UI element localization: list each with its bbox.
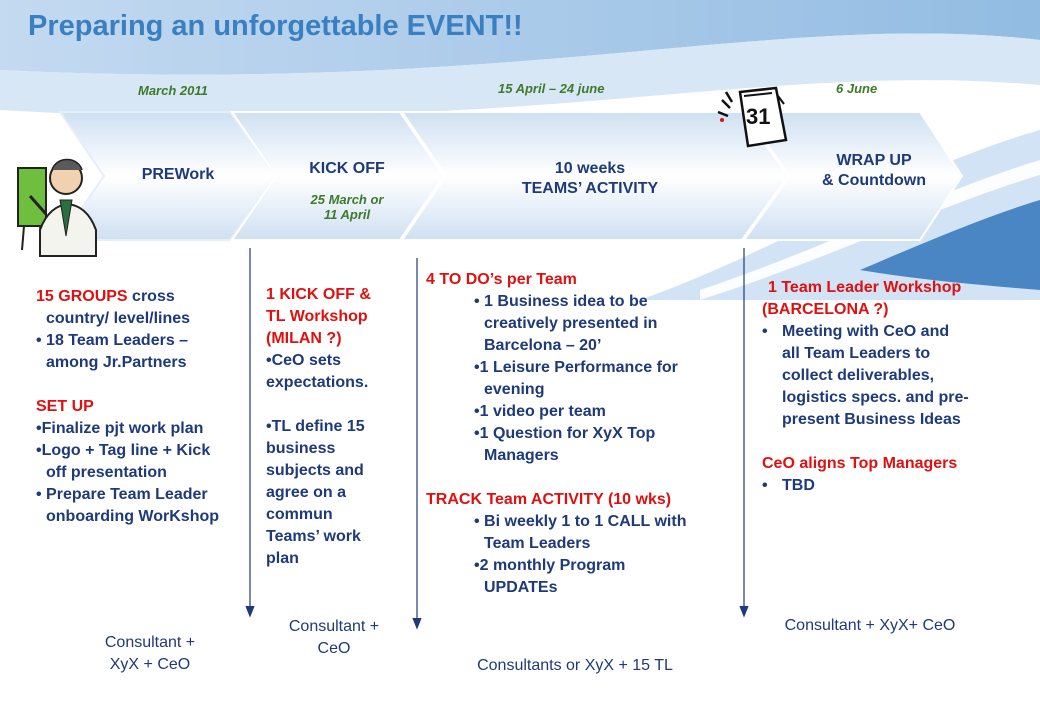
setup-bullet-3-line1: • Prepare Team Leader (36, 486, 208, 503)
kickoff-bullet-2-line1: •TL define 15 (266, 418, 365, 435)
column-kickoff: 1 KICK OFF & TL Workshop (MILAN ?) •CeO … (266, 284, 406, 570)
kickoff-heading-3: (MILAN ?) (266, 330, 342, 347)
wrapup-bullet-2: • TBD (762, 477, 815, 494)
groups-line2: country/ level/lines (46, 310, 191, 327)
kickoff-bullet-2-line4: agree on a (266, 484, 347, 501)
todo-heading: 4 TO DO’s per Team (426, 271, 577, 288)
presenter-illustration (17, 158, 97, 257)
wrapup-heading-3: CeO aligns Top Managers (762, 455, 958, 472)
stage-kickoff-date2: 11 April (323, 207, 371, 222)
date-prework: March 2011 (138, 83, 208, 98)
stage-teams-line2: TEAMS’ ACTIVITY (521, 180, 659, 197)
kickoff-bullet-2-line2: business (266, 440, 336, 457)
stage-kickoff-label: KICK OFF (309, 160, 385, 177)
stage-prework-label: PREWork (141, 166, 215, 183)
setup-bullet-2-line2: off presentation (46, 464, 167, 481)
track-bullet-2-line2: UPDATEs (484, 579, 558, 596)
column-teams: 4 TO DO’s per Team • 1 Business idea to … (426, 269, 736, 599)
track-heading: TRACK Team ACTIVITY (10 wks) (426, 491, 672, 508)
todo-bullet-1-line2: creatively presented in (484, 315, 658, 332)
kickoff-heading-1: 1 KICK OFF & (266, 286, 371, 303)
footer-teams: Consultants or XyX + 15 TL (477, 657, 673, 674)
todo-bullet-2-line1: •1 Leisure Performance for (474, 359, 678, 376)
todo-bullet-1-line1: • 1 Business idea to be (474, 293, 648, 310)
stage-kickoff: KICK OFF 25 March or 11 April (282, 159, 412, 222)
setup-bullet-2-line1: •Logo + Tag line + Kick (36, 442, 211, 459)
wrapup-heading-2: (BARCELONA ?) (762, 301, 889, 318)
calendar-day: 31 (746, 104, 771, 129)
timeline-arrows (245, 248, 749, 630)
setup-bullet-3-line2: onboarding WorKshop (46, 508, 220, 525)
kickoff-bullet-2-line6: Teams’ work (266, 528, 361, 545)
kickoff-bullet-2-line3: subjects and (266, 462, 364, 479)
groups-line: 15 GROUPS cross (36, 288, 175, 305)
footer-prework: Consultant + XyX + CeO (104, 634, 196, 673)
chevron-kickoff (230, 111, 446, 241)
todo-bullet-3: •1 video per team (474, 403, 606, 420)
kickoff-bullet-1-line1: •CeO sets (266, 352, 341, 369)
setup-bullet-1: •Finalize pjt work plan (36, 420, 204, 437)
footer-kickoff: Consultant + CeO (288, 618, 380, 657)
todo-bullet-1-line3: Barcelona – 20’ (484, 337, 602, 354)
stage-wrapup-label: WRAP UP & Countdown (800, 151, 948, 191)
groups-count: 15 GROUPS (36, 288, 128, 305)
track-bullet-2-line1: •2 monthly Program (474, 557, 626, 574)
column-prework: 15 GROUPS cross country/ level/lines • 1… (36, 286, 256, 528)
top-swoosh-light (0, 33, 1040, 117)
kickoff-bullet-2-line5: commun (266, 506, 333, 523)
chevron-prework (58, 111, 278, 241)
kickoff-bullet-2-line7: plan (266, 550, 299, 567)
kickoff-bullet-1-line2: expectations. (266, 374, 369, 391)
todo-bullet-4-line2: Managers (484, 447, 559, 464)
stage-wrapup-line1: WRAP UP (836, 152, 912, 169)
kickoff-heading-2: TL Workshop (266, 308, 368, 325)
footer-wrapup: Consultant + XyX+ CeO (784, 617, 956, 634)
page-title: Preparing an unforgettable EVENT!! (28, 10, 523, 42)
team-leaders-line2: among Jr.Partners (46, 354, 187, 371)
date-teams: 15 April – 24 june (498, 81, 605, 96)
stage-kickoff-date1: 25 March or (310, 192, 384, 207)
todo-bullet-4-line1: •1 Question for XyX Top (474, 425, 656, 442)
right-wave-dark (860, 200, 1040, 290)
chevron-wrapup (742, 111, 964, 241)
todo-bullet-2-line2: evening (484, 381, 545, 398)
date-wrapup: 6 June (836, 81, 878, 96)
setup-heading: SET UP (36, 398, 94, 415)
wrapup-heading-1: 1 Team Leader Workshop (768, 279, 962, 296)
track-bullet-1-line1: • Bi weekly 1 to 1 CALL with (474, 513, 687, 530)
wrapup-bullet-1: • Meeting with CeO and all Team Leaders … (762, 323, 969, 428)
column-wrapup: 1 Team Leader Workshop (BARCELONA ?) • M… (762, 277, 1022, 497)
track-bullet-1-line2: Team Leaders (484, 535, 591, 552)
stage-wrapup-line2: & Countdown (822, 172, 926, 189)
calendar-illustration (717, 86, 788, 148)
top-swoosh-band (0, 0, 1040, 75)
stage-teams-label: 10 weeks TEAMS’ ACTIVITY (490, 159, 690, 199)
stage-teams-line1: 10 weeks (554, 160, 626, 177)
team-leaders-line1: • 18 Team Leaders – (36, 332, 189, 349)
